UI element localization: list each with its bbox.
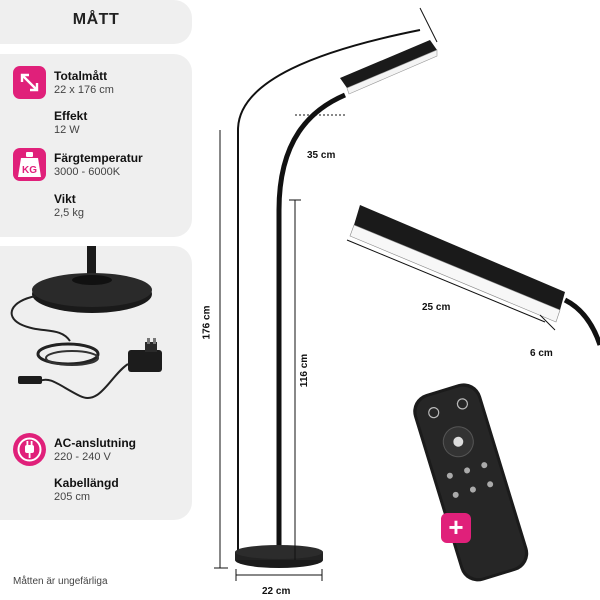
resize-arrows-icon: [13, 66, 46, 99]
specs-panel: Totalmått 22 x 176 cm Effekt 12 W KG Fär…: [0, 54, 192, 237]
dim-pole-height: 116 cm: [299, 353, 311, 388]
lamp-head-enlarged: [346, 205, 600, 346]
remote-control: [413, 383, 529, 582]
footnote: Måtten är ungefärliga: [13, 576, 108, 587]
lamp-base-with-adapter-image: [10, 246, 162, 399]
weight-kg-icon: KG: [13, 148, 46, 181]
spec-value-weight: 2,5 kg: [54, 207, 84, 219]
dim-total-height: 176 cm: [201, 305, 213, 340]
spec-value-power: 12 W: [54, 124, 80, 136]
power-connection-label: AC-anslutning: [54, 436, 136, 450]
plus-text: +: [448, 512, 463, 542]
spec-label-total: Totalmått: [54, 69, 108, 83]
spec-value-colortemp: 3000 - 6000K: [54, 166, 121, 178]
dim-base-width: 22 cm: [262, 586, 291, 597]
lamp-head-top: [340, 40, 438, 95]
dim-arm: 35 cm: [307, 150, 336, 161]
power-connection-value: 220 - 240 V: [54, 451, 111, 463]
title-panel: MÅTT: [0, 0, 192, 44]
page-title: MÅTT: [72, 11, 120, 28]
add-plus-icon: [441, 513, 471, 543]
cable-length-value: 205 cm: [54, 491, 91, 503]
spec-label-power: Effekt: [54, 109, 88, 123]
spec-label-weight: Vikt: [54, 192, 76, 206]
kg-text: KG: [22, 165, 37, 176]
power-panel: AC-anslutning 220 - 240 V Kabellängd 205…: [0, 246, 192, 520]
dim-head-width: 6 cm: [530, 348, 553, 359]
spec-value-total: 22 x 176 cm: [54, 84, 114, 96]
cable-length-label: Kabellängd: [54, 476, 119, 490]
dim-head-length: 25 cm: [422, 302, 451, 313]
spec-label-colortemp: Färgtemperatur: [54, 151, 143, 165]
plug-icon: [13, 433, 46, 466]
